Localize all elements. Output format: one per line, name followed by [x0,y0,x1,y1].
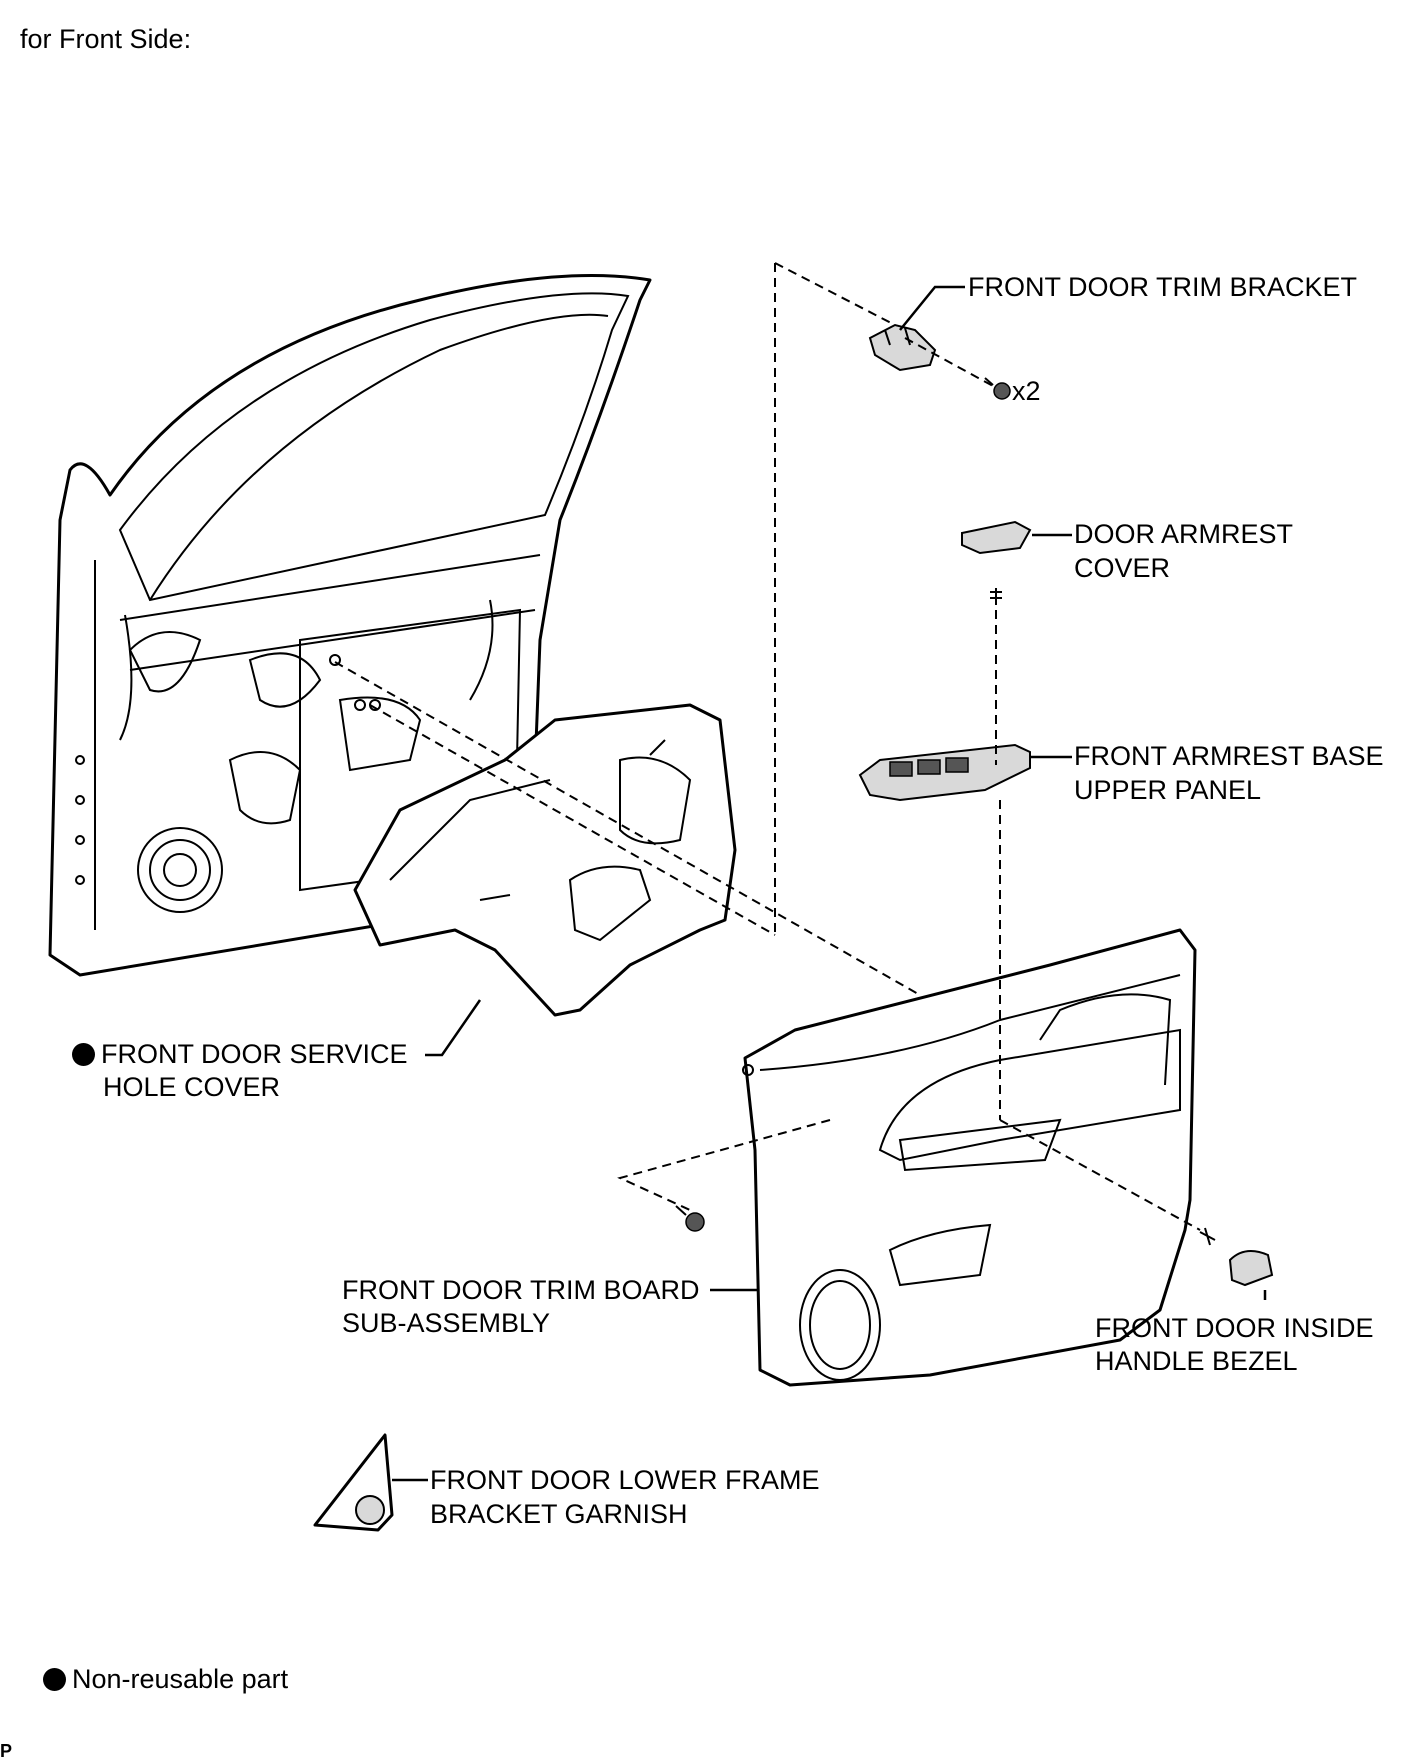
service-hole-cover-drawing [353,703,737,1017]
armrest-base-drawing [858,743,1031,802]
trim-bracket-drawing [868,323,1011,400]
trim-board-drawing [742,928,1197,1387]
screw-armrest-cover [990,588,1002,605]
leader-lines [392,285,1267,1482]
handle-bezel-drawing [1228,1250,1274,1287]
figure-code: P [0,1741,13,1761]
clip-drawing [675,1205,705,1232]
label-quantity-x2: x2 [1012,376,1041,406]
label-door-armrest-cover-line2: COVER [1074,553,1171,583]
label-service-hole-cover-line2: HOLE COVER [103,1072,281,1102]
label-handle-bezel-line1: FRONT DOOR INSIDE [1095,1313,1374,1343]
exploded-view-lines [334,262,1201,1231]
label-trim-board-line1: FRONT DOOR TRIM BOARD [342,1275,700,1305]
page-title: for Front Side: [20,24,192,54]
non-reusable-legend-icon [43,1668,66,1691]
label-garnish-line2: BRACKET GARNISH [430,1499,688,1529]
service-hole-cover-text: FRONT DOOR SERVICE [101,1039,408,1069]
label-garnish-line1: FRONT DOOR LOWER FRAME [430,1465,820,1495]
legend-text: Non-reusable part [72,1664,289,1694]
armrest-cover-drawing [961,520,1032,555]
garnish-drawing [313,1433,394,1532]
label-front-armrest-base-line1: FRONT ARMREST BASE [1074,741,1384,771]
label-front-armrest-base-line2: UPPER PANEL [1074,775,1262,805]
label-handle-bezel-line2: HANDLE BEZEL [1095,1346,1298,1376]
legend-non-reusable: Non-reusable part [43,1662,288,1696]
non-reusable-marker-icon [72,1043,95,1066]
label-trim-board-line2: SUB-ASSEMBLY [342,1308,551,1338]
screw-handle-bezel [1199,1227,1216,1246]
label-service-hole-cover-line1: FRONT DOOR SERVICE [72,1037,408,1071]
label-door-armrest-cover-line1: DOOR ARMREST [1074,519,1294,549]
label-front-door-trim-bracket: FRONT DOOR TRIM BRACKET [968,272,1358,302]
